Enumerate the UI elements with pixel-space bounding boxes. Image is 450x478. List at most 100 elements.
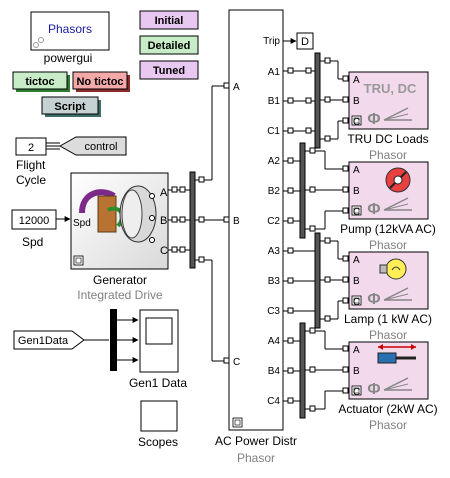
load-port-label: C [353, 297, 360, 308]
generator-block[interactable]: Spd A B C [70, 172, 169, 270]
bus-bar-1 [314, 52, 321, 149]
no-tictoc-button[interactable]: No tictoc [72, 71, 130, 92]
speed-caption: Spd [22, 235, 43, 249]
svg-text:A: A [160, 187, 168, 199]
subsystem-icon [351, 115, 362, 126]
svg-text:B: B [353, 366, 360, 377]
gen1-scope-block[interactable] [139, 309, 179, 373]
pump-caption: Pump (12kVA AC) [340, 222, 436, 236]
subsystem-icon [232, 417, 243, 428]
script-button[interactable]: Script [41, 96, 101, 117]
tuned-button[interactable]: Tuned [139, 60, 199, 80]
svg-text:Φ: Φ [367, 111, 380, 128]
svg-text:C2: C2 [267, 216, 280, 227]
rectifier-icon: TRU, DC [364, 81, 417, 96]
flight-caption: Flight [16, 158, 46, 172]
ac-power-distribution-block[interactable]: A B C Trip A1 B1 C1 A2 B2 C2 A3 B3 C3 A4… [228, 9, 284, 431]
load-port-label: C [353, 387, 360, 398]
svg-text:B: B [353, 186, 360, 197]
tru-caption: TRU DC Loads [347, 132, 428, 146]
phasor-icon: Φ [367, 287, 412, 308]
svg-text:C4: C4 [267, 396, 280, 407]
gen1data-from-block[interactable]: Gen1Data [13, 330, 85, 350]
svg-text:2: 2 [28, 142, 34, 154]
lamp-icon [379, 258, 407, 280]
pump-load-block[interactable]: A B Φ [348, 161, 429, 220]
svg-text:Φ: Φ [367, 381, 380, 398]
svg-text:A2: A2 [268, 156, 281, 167]
svg-text:D: D [301, 36, 309, 48]
svg-text:12000: 12000 [19, 215, 50, 227]
generator-wires [168, 186, 190, 253]
actuator-icon [377, 344, 416, 364]
pump-icon [385, 167, 411, 193]
powergui-block[interactable]: Phasors [30, 11, 110, 51]
svg-text:A4: A4 [268, 336, 281, 347]
svg-text:No tictoc: No tictoc [76, 76, 123, 88]
svg-text:A: A [353, 345, 360, 356]
demux-wires [117, 317, 139, 363]
bus-bar-2 [299, 142, 306, 239]
load-port-label: C [353, 117, 360, 128]
tru-subcaption: Phasor [369, 148, 407, 162]
gen1-scope-caption: Gen1 Data [129, 376, 187, 390]
powergui-caption: powergui [44, 51, 93, 65]
generator-subcaption: Integrated Drive [77, 288, 163, 302]
svg-text:Φ: Φ [367, 201, 380, 218]
svg-text:Script: Script [54, 101, 86, 113]
svg-text:A3: A3 [268, 246, 281, 257]
svg-text:B: B [353, 96, 360, 107]
tictoc-button[interactable]: tictoc [12, 71, 70, 92]
lamp-caption: Lamp (1 kW AC) [344, 312, 432, 326]
cycle-caption: Cycle [16, 173, 46, 187]
scopes-block[interactable] [140, 400, 178, 432]
control-goto-block[interactable]: control [58, 136, 127, 156]
signal-line [46, 142, 60, 150]
svg-text:B3: B3 [268, 276, 281, 287]
distribution-subcaption: Phasor [237, 451, 275, 465]
svg-text:control: control [84, 141, 117, 153]
svg-text:C3: C3 [267, 306, 280, 317]
flight-cycle-constant[interactable]: 2 [15, 137, 47, 156]
tru-dc-load-block[interactable]: A B TRU, DC Φ [348, 71, 429, 130]
svg-text:A1: A1 [268, 67, 281, 78]
load-wires [305, 57, 349, 412]
svg-text:C: C [160, 245, 168, 257]
powergui-label: Phasors [48, 22, 92, 36]
load-port-label: C [353, 207, 360, 218]
svg-text:B1: B1 [268, 96, 281, 107]
lamp-subcaption: Phasor [369, 328, 407, 342]
actuator-caption: Actuator (2kW AC) [338, 402, 437, 416]
svg-text:A: A [353, 75, 360, 86]
svg-text:A: A [353, 255, 360, 266]
actuator-load-block[interactable]: A B Φ [348, 341, 429, 400]
svg-text:tictoc: tictoc [25, 76, 54, 88]
generator-caption: Generator [93, 273, 147, 287]
svg-text:Initial: Initial [155, 15, 184, 27]
lamp-load-block[interactable]: A B Φ [348, 251, 429, 310]
speed-constant[interactable]: 12000 [11, 209, 57, 230]
svg-text:A: A [233, 82, 240, 93]
detailed-button[interactable]: Detailed [139, 35, 199, 55]
bus-bar-4 [299, 322, 306, 419]
trip-goto-block[interactable]: D [296, 32, 314, 50]
generator-icon [79, 185, 157, 243]
svg-text:Tuned: Tuned [153, 65, 185, 77]
scopes-caption: Scopes [138, 435, 178, 449]
svg-text:B: B [233, 216, 240, 227]
svg-text:B: B [160, 215, 167, 227]
initial-button[interactable]: Initial [139, 10, 199, 30]
bus-bar-3 [314, 232, 321, 329]
output-wires [283, 67, 315, 404]
demux-bar [110, 309, 117, 371]
actuator-subcaption: Phasor [369, 418, 407, 432]
subsystem-icon [351, 205, 362, 216]
phasor-icon: Φ [367, 377, 412, 398]
subsystem-icon [73, 255, 84, 266]
phasor-icon: Φ [367, 197, 412, 218]
svg-text:Trip: Trip [263, 36, 280, 47]
svg-text:C: C [233, 357, 240, 368]
generator-bus-wires [195, 82, 230, 364]
link-icon [33, 37, 44, 48]
